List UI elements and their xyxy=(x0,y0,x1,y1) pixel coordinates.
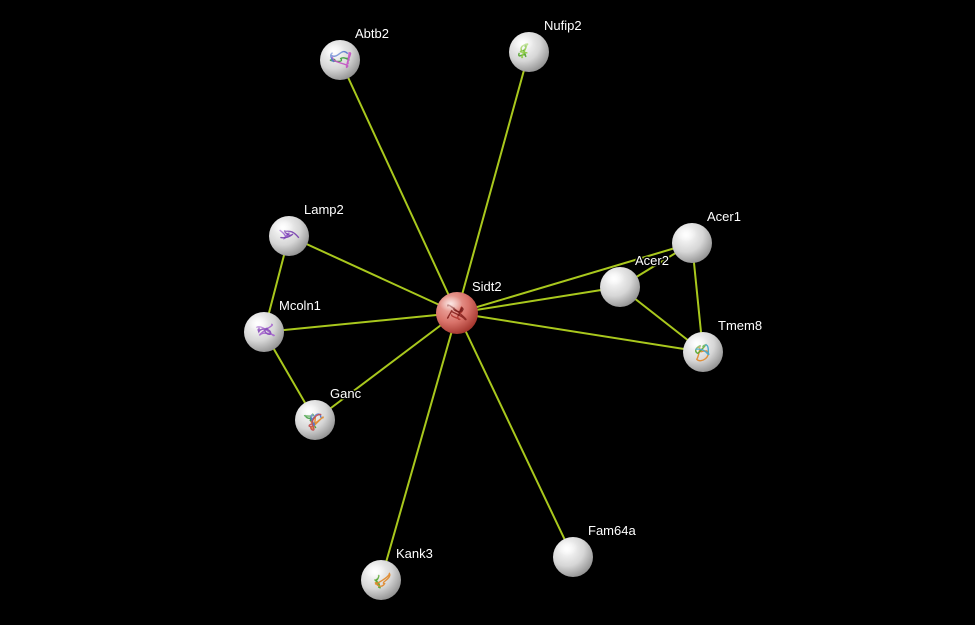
edge-Sidt2-Abtb2[interactable] xyxy=(339,59,458,314)
node-label: Acer1 xyxy=(707,209,741,224)
sphere-highlight-icon xyxy=(675,226,697,242)
node-Lamp2[interactable]: Lamp2 xyxy=(269,201,345,256)
node-Nufip2[interactable]: Nufip2 xyxy=(509,17,583,72)
node-Mcoln1[interactable]: Mcoln1 xyxy=(244,297,322,352)
edge-Sidt2-Ganc[interactable] xyxy=(314,312,458,421)
sphere-highlight-icon xyxy=(603,270,625,286)
protein-structure-icon xyxy=(695,344,710,356)
protein-structure-icon xyxy=(308,413,322,431)
edges-layer xyxy=(263,51,704,581)
node-label: Acer2 xyxy=(635,253,669,268)
protein-structure-icon xyxy=(309,415,324,430)
edge-Sidt2-Acer2[interactable] xyxy=(456,286,621,314)
sphere-highlight-icon xyxy=(323,43,345,59)
node-Kank3[interactable]: Kank3 xyxy=(361,545,434,600)
edge-Sidt2-Nufip2[interactable] xyxy=(456,51,530,314)
edge-Sidt2-Mcoln1[interactable] xyxy=(263,312,458,333)
sphere-highlight-icon xyxy=(512,35,534,51)
protein-structure-icon xyxy=(331,52,352,69)
sphere-highlight-icon xyxy=(298,403,320,419)
protein-structure-icon xyxy=(695,346,709,362)
protein-structure-icon xyxy=(374,572,391,587)
node-label: Abtb2 xyxy=(355,26,389,41)
edge-Sidt2-Tmem8[interactable] xyxy=(456,312,704,353)
sphere-highlight-icon xyxy=(439,295,463,312)
node-Fam64a[interactable]: Fam64a xyxy=(553,522,638,577)
node-label: Nufip2 xyxy=(544,18,582,33)
node-label: Sidt2 xyxy=(472,279,502,294)
node-label: Lamp2 xyxy=(304,202,344,217)
sphere-highlight-icon xyxy=(247,315,269,331)
node-Ganc[interactable]: Ganc xyxy=(295,385,363,440)
edge-Sidt2-Lamp2[interactable] xyxy=(288,235,458,314)
sphere-highlight-icon xyxy=(364,563,386,579)
sphere-highlight-icon xyxy=(556,540,578,556)
node-Acer1[interactable]: Acer1 xyxy=(672,208,742,263)
edge-Sidt2-Acer1[interactable] xyxy=(456,242,693,314)
node-label: Ganc xyxy=(330,386,362,401)
sphere-highlight-icon xyxy=(272,219,294,235)
protein-structure-icon xyxy=(453,307,464,317)
node-label: Tmem8 xyxy=(718,318,762,333)
sphere-highlight-icon xyxy=(686,335,708,351)
node-label: Kank3 xyxy=(396,546,433,561)
node-Acer2[interactable]: Acer2 xyxy=(600,252,670,307)
node-Tmem8[interactable]: Tmem8 xyxy=(683,317,764,372)
node-label: Mcoln1 xyxy=(279,298,321,313)
node-Abtb2[interactable]: Abtb2 xyxy=(320,25,390,80)
node-label: Fam64a xyxy=(588,523,636,538)
edge-Sidt2-Fam64a[interactable] xyxy=(456,312,574,558)
node-Sidt2[interactable]: Sidt2 xyxy=(436,278,503,334)
edge-Sidt2-Kank3[interactable] xyxy=(380,312,458,581)
